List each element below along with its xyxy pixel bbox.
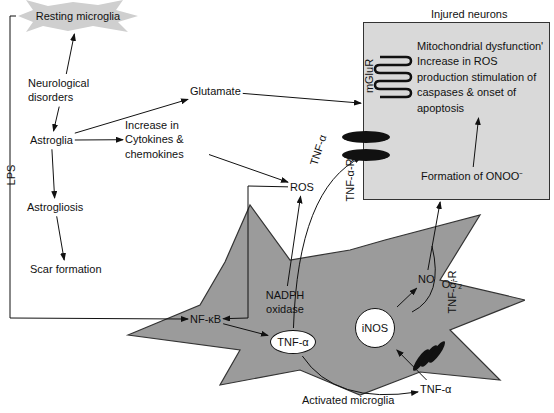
arrow-connector — [293, 157, 361, 328]
arrow-connector — [10, 16, 188, 319]
arrow-connector — [428, 202, 440, 270]
node-text: Resting microglia — [18, 9, 138, 23]
tnf-receptor — [427, 339, 448, 364]
text-node: NO — [418, 272, 435, 286]
node-text: ROS — [290, 180, 314, 194]
heading-text: Injured neurons — [431, 7, 507, 21]
arrow-connector — [397, 288, 417, 307]
part-label: TNF-α-R — [344, 158, 356, 201]
arrow-connector — [287, 196, 300, 286]
text-node: Scar formation — [30, 262, 102, 276]
part-label: mGluR — [363, 59, 375, 93]
ellipse-node: TNF-α — [270, 330, 316, 354]
arrow-connector — [397, 350, 427, 380]
tnf-receptor — [411, 347, 432, 372]
text-node: Mitochondrial dysfunction' Increase in R… — [417, 39, 549, 116]
text-node: Neurological disorders — [28, 76, 98, 105]
text-node: Glutamate — [190, 84, 241, 98]
node-text: Astroglia — [30, 133, 73, 147]
arrow-connector — [209, 155, 288, 183]
text-node: Increase in Cytokines & chemokines — [125, 118, 207, 161]
arrow-connector — [223, 186, 288, 319]
activated-microglia-shape — [125, 200, 525, 410]
arrow-connector — [243, 93, 361, 103]
node-text: TNF-α — [277, 335, 308, 349]
text-node: NF-κB — [190, 312, 221, 326]
text-node: Astroglia — [30, 133, 73, 147]
node-text: Increase in Cytokines & chemokines — [125, 118, 207, 161]
arrow-connector — [223, 324, 268, 336]
node-text: Mitochondrial dysfunction' Increase in R… — [417, 39, 549, 116]
arrow-connector — [473, 118, 478, 167]
text-node: Formation of ONOO⁻ — [421, 169, 523, 183]
superoxide-curve — [412, 246, 435, 312]
arrow-connector — [54, 107, 60, 131]
edge-label: TNF-α — [307, 133, 328, 167]
tnf-receptor — [342, 131, 390, 143]
ellipse-node: iNOS — [355, 308, 395, 348]
node-text: NADPH oxidase — [262, 288, 308, 317]
node-text: TNF-α — [420, 382, 451, 396]
node-text: Formation of ONOO⁻ — [421, 169, 523, 183]
part-label: O˙⁻₂ — [442, 276, 463, 291]
tnf-receptor — [419, 343, 440, 368]
cell-outline — [128, 205, 525, 395]
node-text: NF-κB — [190, 312, 221, 326]
arrow-connector — [52, 149, 55, 198]
heading-text: Activated microglia — [302, 393, 394, 407]
part-label: TNF-α-R — [446, 270, 458, 313]
text-node: NADPH oxidase — [262, 288, 308, 317]
arrow-connector — [66, 34, 74, 74]
node-text: Neurological disorders — [28, 76, 98, 105]
neuron-box: Injured neuronsMitochondrial dysfunction… — [363, 22, 550, 200]
arrow-connector — [75, 139, 123, 140]
edge-label: LPS — [5, 165, 17, 186]
arrow-connector — [75, 99, 188, 133]
text-node: ROS — [290, 180, 314, 194]
node-text: Glutamate — [190, 84, 241, 98]
mglur-receptor — [375, 57, 411, 97]
arrow-connector — [302, 356, 418, 395]
node-text: Scar formation — [30, 262, 102, 276]
text-node: TNF-α — [420, 382, 451, 396]
cell-shape: Resting microglia — [18, 0, 138, 32]
cell-shape: Activated microgliaNF-κBNADPH oxidaseTNF… — [125, 200, 525, 410]
arrow-connector — [57, 216, 65, 260]
node-text: NO — [418, 272, 435, 286]
cell-outline — [18, 0, 138, 32]
text-node: Astrogliosis — [27, 200, 83, 214]
node-text: Astrogliosis — [27, 200, 83, 214]
node-text: iNOS — [362, 321, 388, 335]
